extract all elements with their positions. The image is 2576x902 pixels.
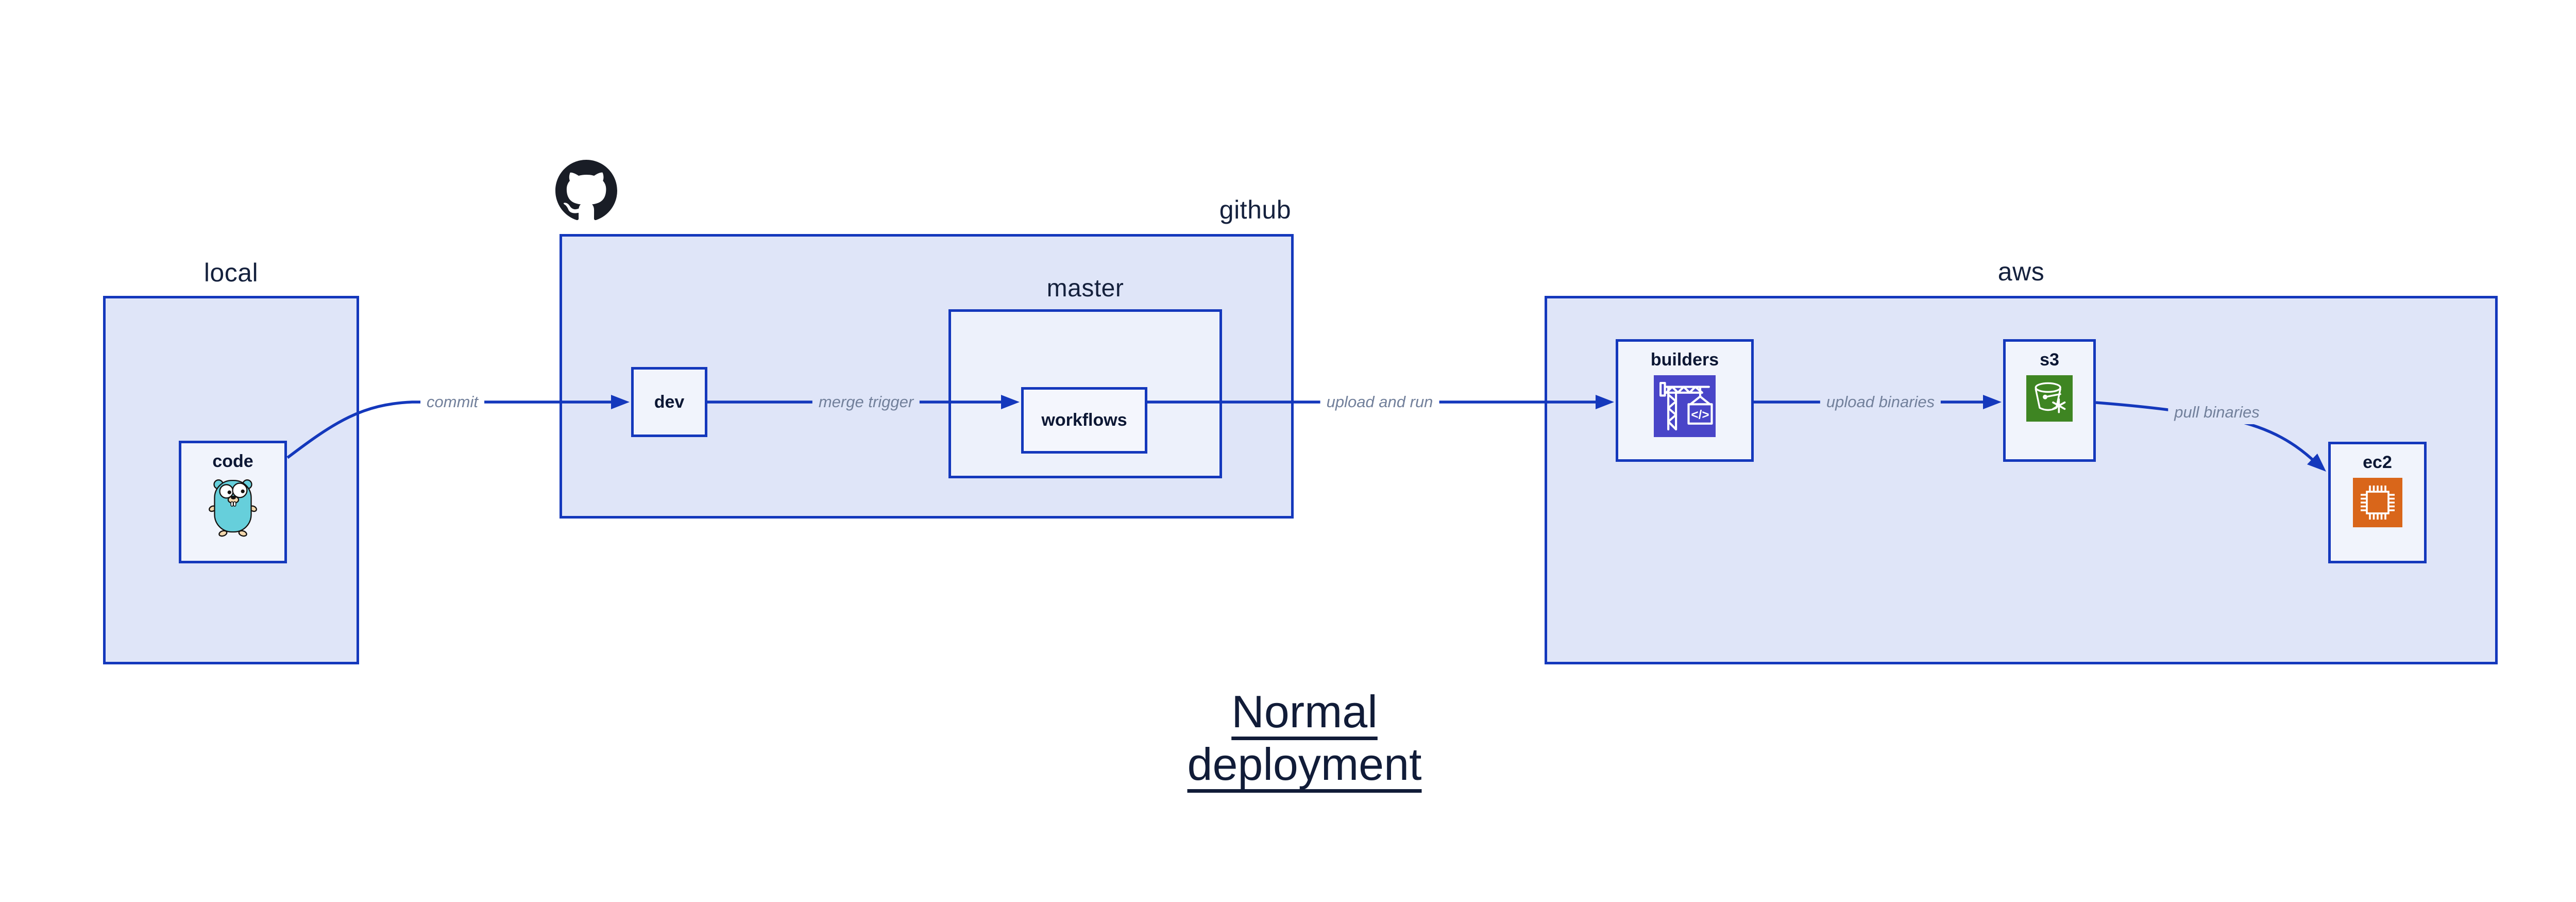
node-workflows: workflows	[1021, 387, 1147, 454]
node-workflows-label: workflows	[1041, 410, 1127, 430]
node-dev-label: dev	[654, 392, 685, 412]
node-dev: dev	[631, 367, 707, 437]
edge-merge-trigger-label: merge trigger	[812, 390, 920, 414]
svg-text:</>: </>	[1691, 408, 1709, 422]
aws-codebuild-crane-icon: </>	[1654, 375, 1716, 440]
node-code-label: code	[212, 452, 253, 471]
edge-pull-binaries-label: pull binaries	[2168, 400, 2266, 424]
node-s3-label: s3	[2040, 350, 2059, 370]
edge-upload-binaries-label: upload binaries	[1820, 390, 1941, 414]
master-container-label: master	[1046, 275, 1124, 302]
github-container-label: github	[1219, 195, 1291, 224]
node-ec2: ec2	[2328, 442, 2427, 563]
aws-s3-glacier-bucket-icon	[2026, 375, 2073, 424]
edge-upload-and-run-label: upload and run	[1320, 390, 1439, 414]
go-gopher-icon	[208, 477, 258, 540]
node-ec2-label: ec2	[2363, 453, 2392, 472]
edge-commit-label: commit	[420, 390, 484, 414]
node-builders-label: builders	[1650, 350, 1719, 370]
node-s3: s3	[2003, 339, 2096, 462]
local-container-label: local	[204, 258, 259, 287]
aws-ec2-chip-icon	[2352, 478, 2402, 530]
aws-container-label: aws	[1997, 257, 2045, 286]
diagram-title: Normal deployment	[1187, 686, 1422, 790]
node-builders: builders </>	[1616, 339, 1754, 462]
github-octocat-icon	[555, 160, 617, 222]
node-code: code	[179, 441, 287, 563]
